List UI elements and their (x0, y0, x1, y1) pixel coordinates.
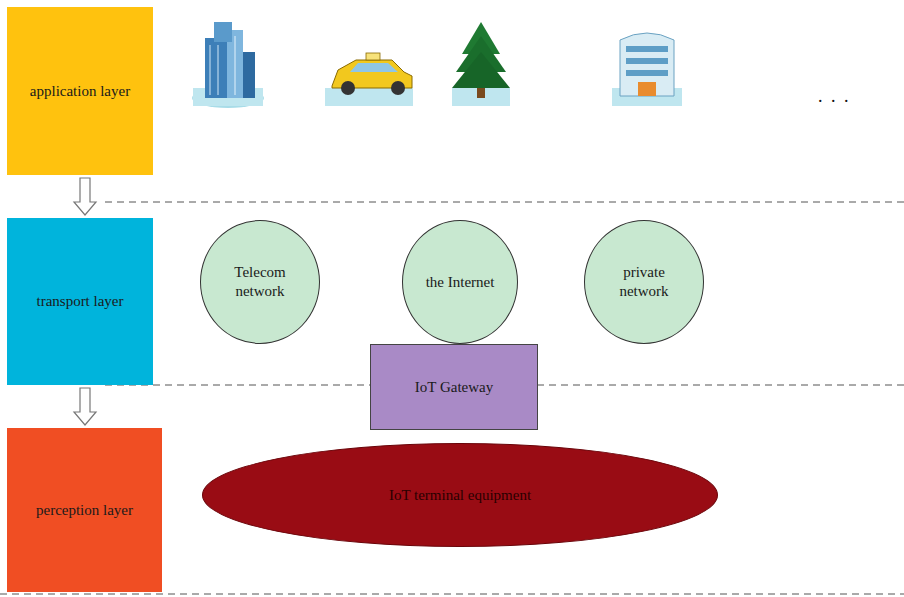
hollow-down-arrow (74, 178, 96, 215)
hollow-down-arrow (74, 388, 96, 425)
network-circle: the Internet (402, 220, 518, 344)
gateway-box: IoT Gateway (370, 344, 538, 430)
tree-icon (452, 22, 510, 106)
layer-separator (0, 594, 904, 595)
node-label: private network (601, 263, 687, 301)
layer-box: application layer (7, 7, 153, 175)
node-label: Telecom network (217, 263, 303, 301)
node-label: perception layer (36, 501, 133, 520)
layer-box: transport layer (7, 218, 153, 385)
node-label: application layer (30, 82, 130, 101)
taxi-icon (325, 53, 413, 106)
terminal-ellipse: IoT terminal equipment (202, 443, 718, 547)
layer-separator (105, 202, 904, 203)
layer-box: perception layer (7, 428, 162, 592)
node-label: IoT terminal equipment (389, 486, 531, 505)
node-label: IoT Gateway (415, 378, 493, 397)
office-building-icon (192, 22, 264, 108)
network-circle: Telecom network (200, 220, 320, 344)
network-circle: private network (584, 220, 704, 344)
node-label: the Internet (426, 273, 495, 292)
node-label: transport layer (36, 292, 123, 311)
hotel-icon (612, 33, 682, 106)
ellipsis-label: . . . (818, 86, 851, 107)
